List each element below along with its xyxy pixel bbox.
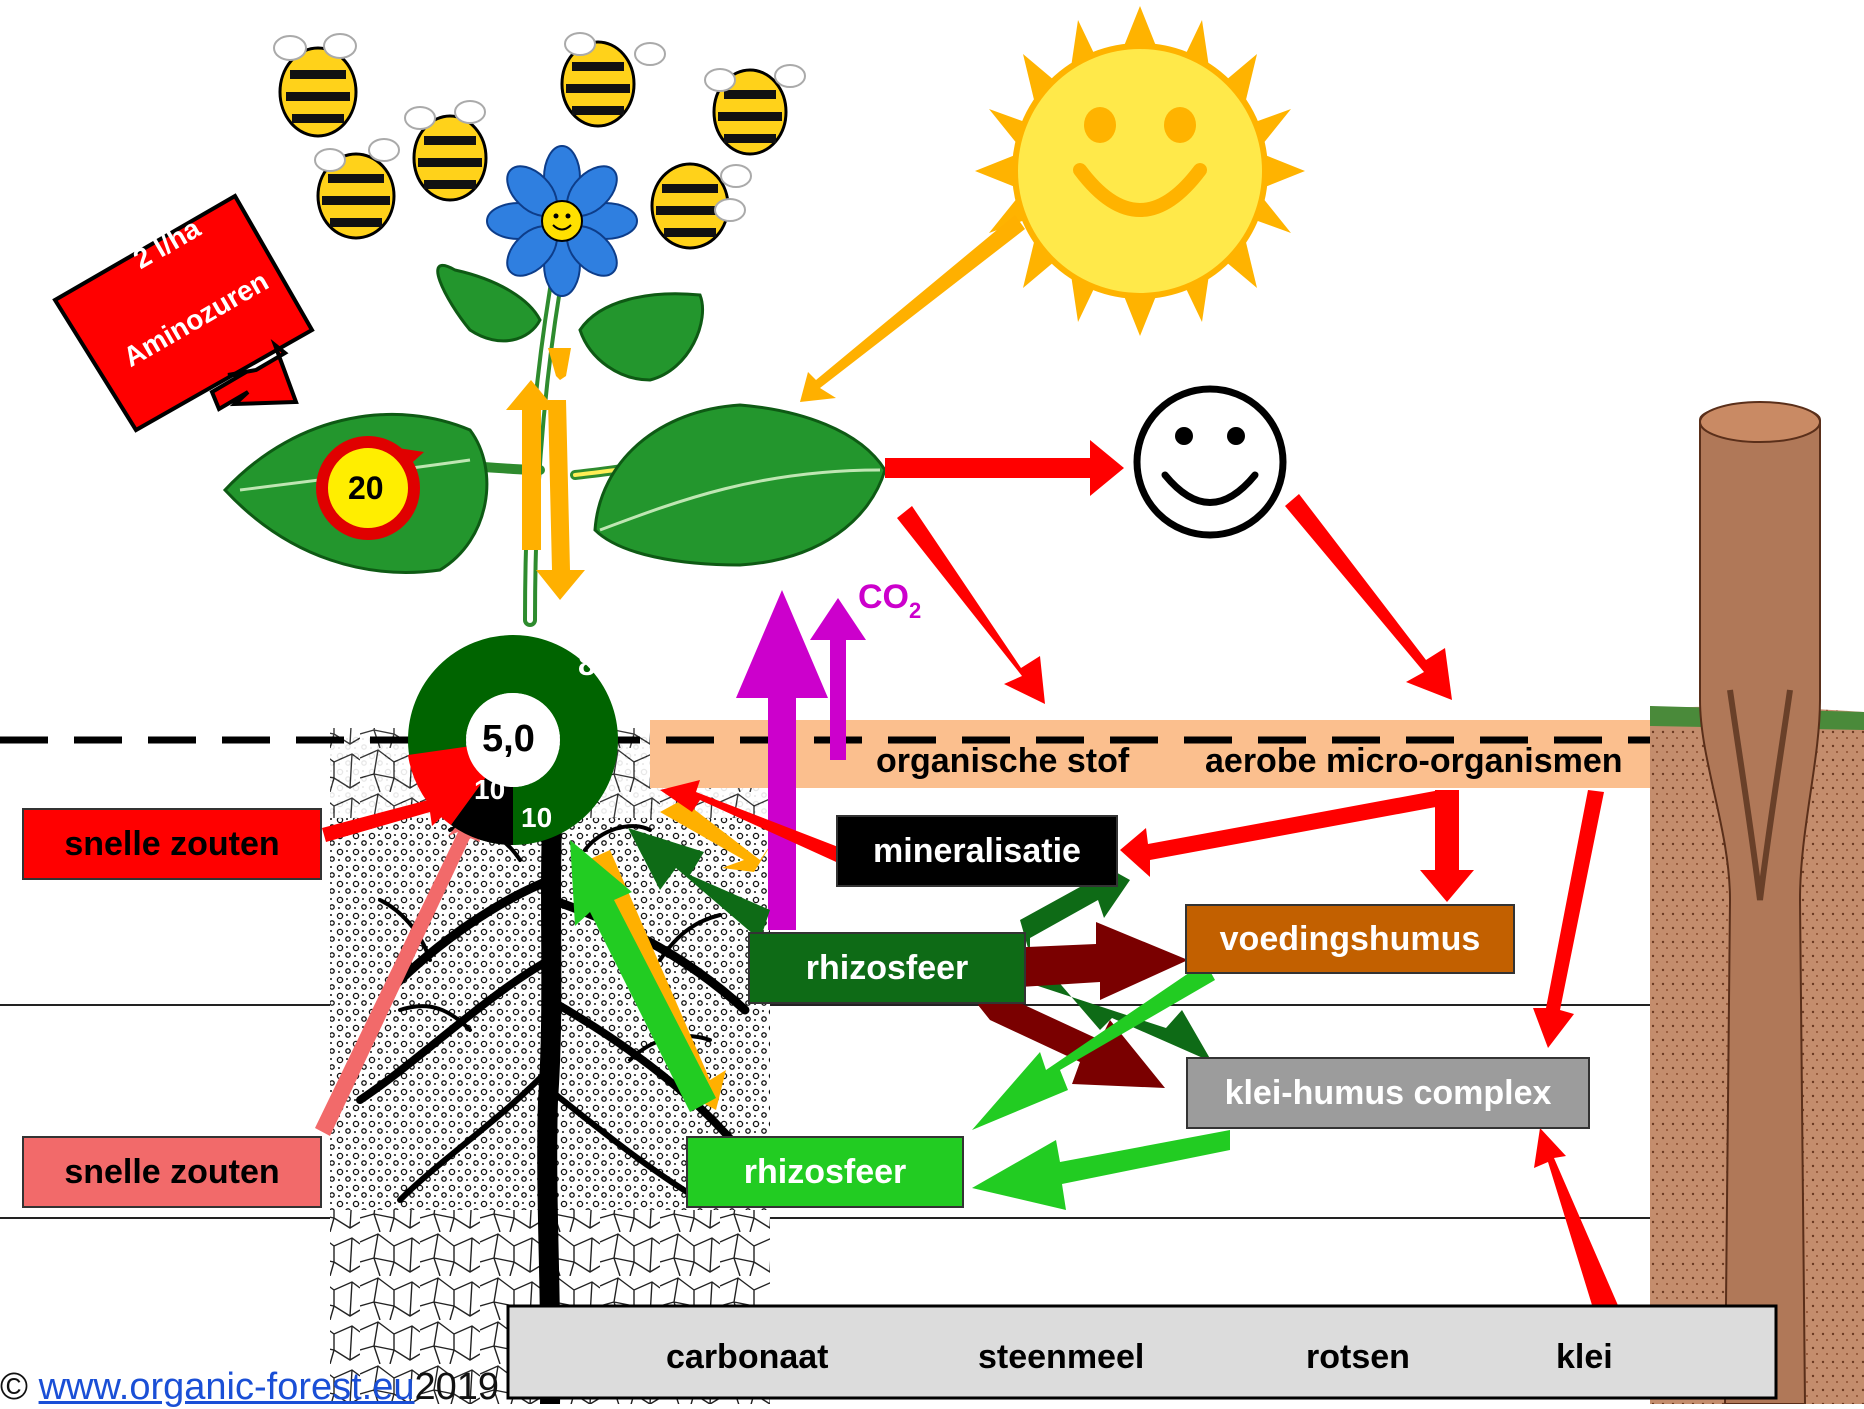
co2-small-arrow xyxy=(810,598,866,760)
leaf-to-organic-arrow xyxy=(897,506,1045,704)
bee-icon xyxy=(404,100,488,202)
copyright-notice: © www.organic-forest.eu2019 xyxy=(0,1366,499,1409)
orange-arrow-down xyxy=(536,400,585,600)
salts-lower-to-root-arrow xyxy=(315,808,480,1136)
organic-matter-label: organische stof xyxy=(876,742,1130,780)
smiley-to-microbes-arrow xyxy=(1285,494,1452,700)
leaf-icon xyxy=(578,292,705,382)
co2-arrows xyxy=(736,590,866,930)
leaf-icon xyxy=(436,263,542,343)
microbes-to-mineralisation-arrow xyxy=(1120,790,1452,877)
website-link[interactable]: www.organic-forest.eu xyxy=(38,1366,415,1408)
rocks-label: rotsen xyxy=(1306,1338,1410,1376)
rhizo-to-root-light-arrow xyxy=(570,840,716,1112)
leaf-icon xyxy=(593,403,887,567)
flower-icon xyxy=(486,145,638,297)
carbonate-label: carbonaat xyxy=(666,1338,829,1376)
rocks-to-complex-arrow xyxy=(1534,1128,1620,1318)
rhizosphere-lower-box: rhizosfeer xyxy=(686,1136,964,1208)
cycle-value: 20 xyxy=(348,470,384,506)
co2-large-arrow xyxy=(736,590,828,930)
rhizo-to-complex-maroon-arrow xyxy=(978,990,1165,1088)
clay-humus-complex-box: klei-humus complex xyxy=(1186,1057,1590,1129)
rhizosphere-upper-box: rhizosfeer xyxy=(748,932,1026,1004)
nutrient-humus-box: voedingshumus xyxy=(1185,904,1515,974)
donut-center-value: 5,0 xyxy=(482,718,535,760)
orange-flow-arrows xyxy=(506,215,1025,1110)
fast-salts-box-1: snelle zouten xyxy=(22,808,322,880)
red-flow-arrows xyxy=(322,440,1620,1318)
mineralisation-box: mineralisatie xyxy=(836,815,1118,887)
fertilizer-sign-icon xyxy=(52,193,315,433)
mineralisation-to-root-arrow xyxy=(660,780,846,882)
bee-icon xyxy=(314,138,400,240)
microbes-to-complex-arrow xyxy=(1533,790,1604,1048)
complex-to-rhizo-light-arrow xyxy=(972,1130,1230,1210)
leaf-to-smiley-arrow xyxy=(885,440,1124,496)
cycle-icon xyxy=(316,436,424,540)
orange-arrow-up xyxy=(506,380,556,550)
sun-to-leaf-arrow xyxy=(800,215,1025,402)
salts-to-root-arrow xyxy=(322,788,460,842)
mineral-layer-band xyxy=(506,1304,1778,1400)
copyright-year: 2019 xyxy=(414,1366,500,1408)
donut-top-value: 80 xyxy=(578,646,614,682)
fast-salts-box-2: snelle zouten xyxy=(22,1136,322,1208)
bee-icon xyxy=(273,33,358,138)
aerobic-microorganisms-label: aerobe micro-organismen xyxy=(1205,742,1623,780)
microbes-to-humus-arrow xyxy=(1420,790,1474,902)
donut-hole xyxy=(466,693,560,787)
smiley-icon xyxy=(1133,385,1287,539)
copyright-symbol: © xyxy=(0,1366,28,1408)
orange-arrow-rhizo-lower xyxy=(588,850,726,1110)
tree-trunk-icon xyxy=(1650,401,1864,1404)
donut-red-value: 10 xyxy=(474,774,506,805)
organic-layer-band xyxy=(650,720,1650,788)
stone-meal-label: steenmeel xyxy=(978,1338,1145,1376)
maroon-flow-arrows xyxy=(978,922,1188,1088)
orange-arrow-rhizo-upper xyxy=(660,800,774,872)
ratio-donut-chart xyxy=(408,635,618,846)
rhizo-to-voedings-maroon-arrow xyxy=(1003,922,1188,1000)
clay-label: klei xyxy=(1556,1338,1613,1376)
rhizo-to-root-dark-arrow xyxy=(628,828,770,940)
voedings-to-rhizo-light-arrow xyxy=(972,962,1215,1130)
rhizo-to-complex-dark-arrow xyxy=(1035,972,1212,1062)
bee-icon xyxy=(650,162,752,250)
donut-black-value: 10 xyxy=(521,802,553,833)
light-green-flow-arrows xyxy=(570,840,1230,1210)
bee-icon xyxy=(704,64,806,156)
sun-icon xyxy=(975,6,1305,336)
orange-arrow-top xyxy=(548,348,571,380)
co2-label: CO2 xyxy=(858,578,922,623)
bee-icon xyxy=(560,32,666,128)
